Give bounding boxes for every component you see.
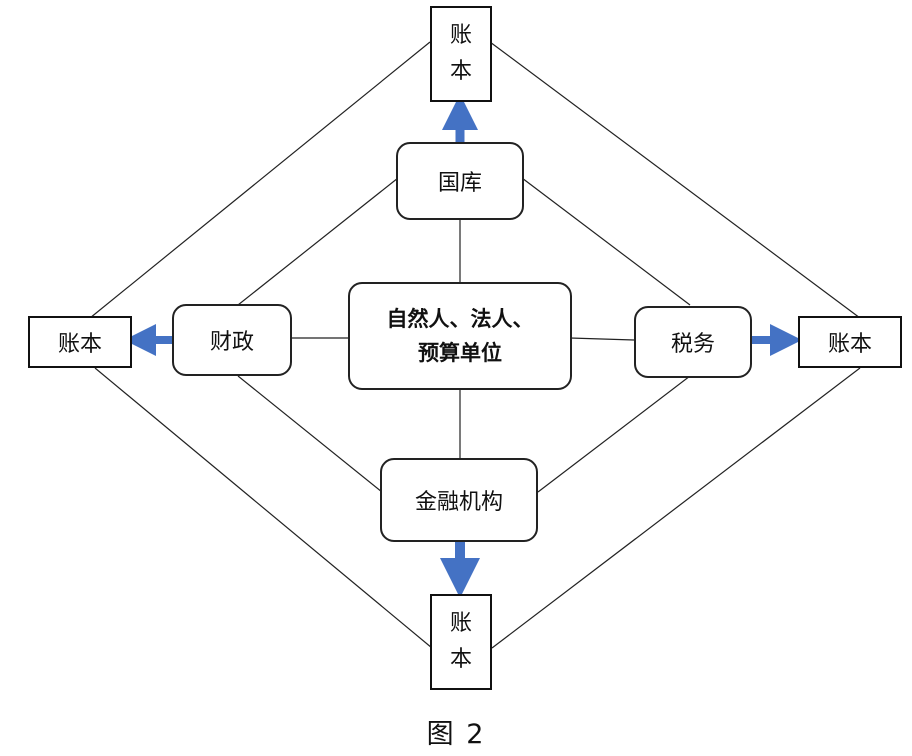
figure-caption: 图 2 — [426, 719, 486, 750]
ledger-left-label: 账本 — [57, 332, 102, 357]
tax-label: 税务 — [670, 332, 715, 357]
node-tax: 税务 — [634, 306, 752, 378]
ledger-left: 账本 — [28, 316, 132, 368]
line-tax-bank — [537, 375, 691, 493]
ledger-right-label: 账本 — [827, 332, 872, 357]
treasury-label: 国库 — [437, 171, 482, 196]
ledger-right: 账本 — [798, 316, 902, 368]
line-treasury-finance — [237, 177, 399, 306]
finance-label: 财政 — [209, 330, 254, 355]
line-finance-bank — [237, 375, 383, 493]
ledger-bottom-char1: 账 — [449, 611, 472, 636]
node-treasury: 国库 — [396, 142, 524, 220]
line-top-right — [489, 41, 861, 319]
node-bank: 金融机构 — [380, 458, 538, 542]
line-treasury-tax — [521, 177, 691, 306]
center-label-line1: 自然人、法人、 — [386, 307, 534, 331]
line-bottom-left — [94, 367, 433, 649]
bank-label: 金融机构 — [414, 490, 503, 515]
center-label-line2: 预算单位 — [418, 341, 502, 365]
node-center: 自然人、法人、 预算单位 — [348, 282, 572, 390]
ledger-bottom-char2: 本 — [449, 647, 472, 672]
line-bottom-right — [491, 367, 861, 649]
node-finance: 财政 — [172, 304, 292, 376]
ledger-top-char1: 账 — [449, 23, 472, 48]
line-tax-center — [569, 337, 635, 341]
ledger-top: 账 本 — [430, 6, 492, 102]
ledger-bottom: 账 本 — [430, 594, 492, 690]
ledger-top-char2: 本 — [449, 59, 472, 84]
line-top-left — [89, 41, 431, 319]
